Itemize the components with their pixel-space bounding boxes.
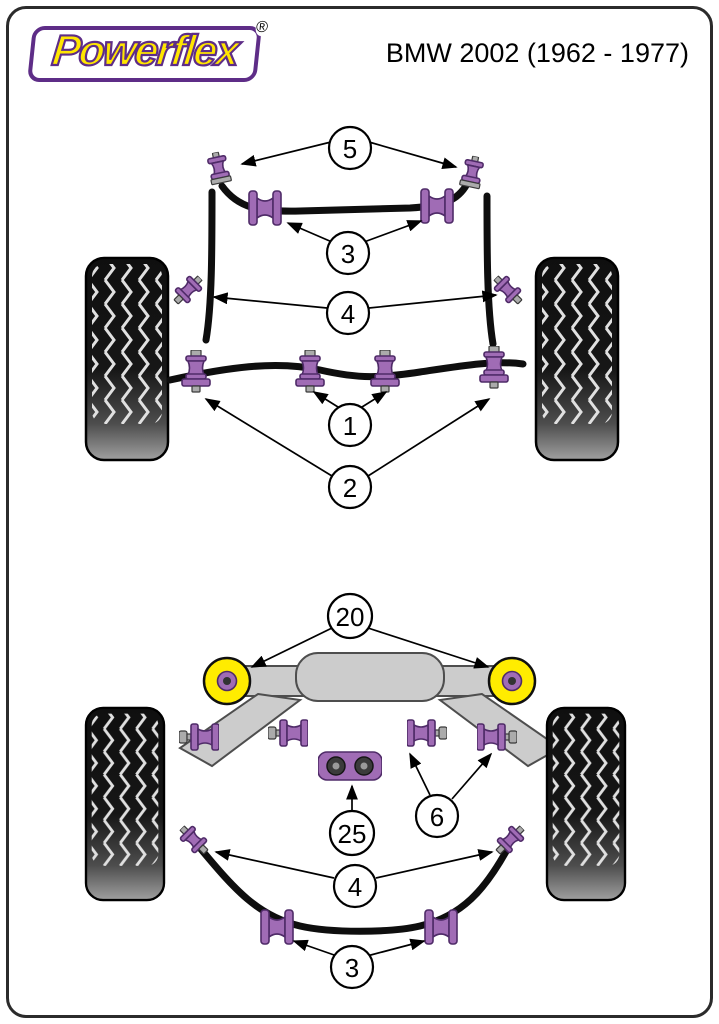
front-end-link-left — [204, 149, 233, 186]
rear-callout-arrows — [214, 627, 494, 957]
front-callout-4: 4 — [325, 290, 371, 336]
rear-suspension-diagram: 20 6 25 4 3 — [84, 592, 627, 990]
svg-text:1: 1 — [343, 411, 357, 441]
arrow — [409, 752, 431, 796]
rear-center-mount — [318, 751, 382, 781]
arrow — [366, 938, 426, 957]
rear-subframe-mount-right — [487, 656, 537, 706]
front-bar-left-drop — [202, 188, 216, 344]
arrow — [451, 752, 493, 800]
arrow — [368, 141, 458, 169]
arrow — [212, 292, 328, 309]
svg-text:20: 20 — [336, 602, 365, 632]
front-arm-bush-3 — [370, 350, 400, 393]
front-callout-1: 1 — [327, 402, 373, 448]
front-callout-5: 5 — [327, 125, 373, 171]
front-callout-arrows — [204, 141, 498, 477]
arrow — [214, 849, 335, 879]
front-bar-bush-left — [248, 190, 282, 226]
arrow — [312, 391, 339, 408]
rear-right-tire — [545, 706, 627, 902]
rear-callout-6: 6 — [414, 793, 460, 839]
front-callout-2: 2 — [327, 464, 373, 510]
rear-callout-4: 4 — [332, 863, 378, 909]
svg-text:3: 3 — [341, 239, 355, 269]
front-left-tire — [84, 256, 170, 462]
svg-text:4: 4 — [341, 299, 355, 329]
rear-callout-20: 20 — [326, 592, 374, 640]
powerflex-logo: Powerflex ® — [27, 19, 269, 82]
registered-trademark-icon: ® — [255, 19, 269, 36]
arrow — [367, 398, 491, 477]
rear-anti-roll-bar — [196, 844, 512, 935]
front-tie-bush-right — [488, 270, 528, 310]
arrow — [375, 849, 494, 879]
arrow — [363, 220, 423, 243]
svg-text:4: 4 — [348, 872, 362, 902]
rear-callout-25: 25 — [328, 809, 376, 857]
rear-subframe-mount-left — [202, 656, 252, 706]
arrow — [286, 222, 333, 243]
rear-differential — [295, 652, 445, 702]
arrow — [361, 391, 388, 408]
rear-end-bush-right — [490, 820, 530, 860]
rear-subframe-arm-left — [178, 692, 303, 768]
rear-bar-bush-right — [424, 909, 458, 945]
front-suspension-diagram: 5 3 4 1 2 — [84, 125, 620, 510]
arrow — [292, 939, 338, 957]
front-anti-roll-bar — [218, 180, 471, 215]
svg-text:2: 2 — [343, 473, 357, 503]
rear-callout-3: 3 — [329, 944, 375, 990]
front-bar-bush-right — [420, 188, 454, 224]
front-lower-bar — [166, 359, 527, 384]
front-right-tire — [534, 256, 620, 462]
arrow — [250, 627, 333, 668]
front-tie-bush-left — [168, 270, 208, 310]
arrow — [204, 398, 333, 477]
svg-text:3: 3 — [345, 953, 359, 983]
arrow — [368, 290, 498, 309]
arrow — [367, 627, 490, 669]
page-title: BMW 2002 (1962 - 1977) — [385, 38, 689, 68]
rear-trailing-bush-2 — [268, 719, 308, 747]
arrow — [240, 141, 332, 167]
brand-wordmark: Powerflex — [49, 26, 241, 76]
rear-trailing-bush-3 — [407, 719, 447, 747]
front-callout-3: 3 — [325, 230, 371, 276]
front-bar-right-drop — [483, 192, 497, 348]
front-end-link-right — [458, 153, 487, 190]
svg-text:6: 6 — [430, 802, 444, 832]
rear-left-tire — [84, 706, 166, 902]
svg-text:25: 25 — [338, 819, 367, 849]
svg-text:5: 5 — [343, 134, 357, 164]
